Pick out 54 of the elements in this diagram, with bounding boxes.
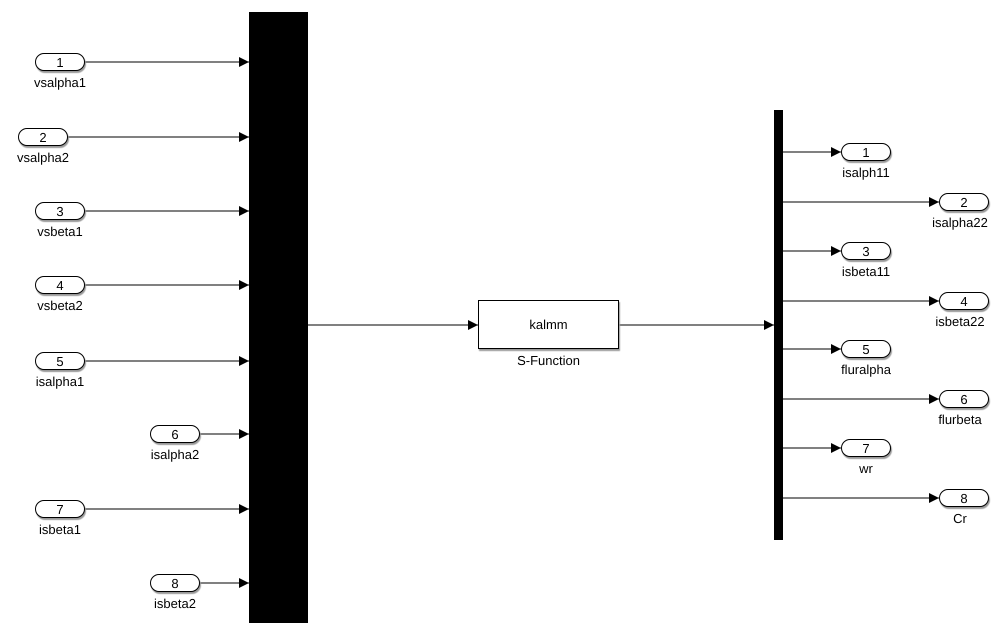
signal-arrow xyxy=(782,147,842,157)
signal-arrow xyxy=(782,443,842,453)
block-label: isbeta11 xyxy=(842,264,890,279)
signal-arrow xyxy=(200,429,250,439)
block-label: isalpha1 xyxy=(36,374,84,389)
port-block: 3 xyxy=(841,242,891,260)
signal-arrow xyxy=(84,504,250,514)
signal-arrow xyxy=(782,394,940,404)
signal-arrow xyxy=(782,246,842,256)
block-label: vsbeta2 xyxy=(37,298,83,313)
block-label: Cr xyxy=(953,511,967,526)
port-block: 4 xyxy=(939,292,989,310)
block-label: fluralpha xyxy=(841,362,891,377)
port-block: 6 xyxy=(150,425,200,443)
bus-bar xyxy=(774,110,783,540)
port-block: 2 xyxy=(18,128,68,146)
block-label: isbeta2 xyxy=(154,596,196,611)
block-label: isalph11 xyxy=(842,165,890,180)
signal-arrow xyxy=(84,356,250,366)
block-label: isalpha2 xyxy=(150,447,200,462)
block-label: isbeta22 xyxy=(935,314,985,329)
block-label: vsbeta1 xyxy=(37,224,83,239)
port-block: 2 xyxy=(939,193,989,211)
signal-arrow xyxy=(782,344,842,354)
port-block: 4 xyxy=(35,276,85,294)
port-block: 1 xyxy=(841,143,891,161)
signal-arrow xyxy=(782,197,940,207)
block-label: isalpha22 xyxy=(932,215,988,230)
block-label: isbeta1 xyxy=(39,522,81,537)
port-block: 8 xyxy=(939,489,989,507)
port-block: 5 xyxy=(35,352,85,370)
signal-arrow xyxy=(200,578,250,588)
signal-arrow xyxy=(308,320,478,330)
signal-arrow xyxy=(618,320,774,330)
function-block: kalmm xyxy=(478,300,619,349)
port-block: 8 xyxy=(150,574,200,592)
port-block: 7 xyxy=(841,439,891,457)
signal-arrow xyxy=(84,206,250,216)
block-label: flurbeta xyxy=(938,412,982,427)
signal-arrow xyxy=(782,493,940,503)
block-label: vsalpha2 xyxy=(16,150,70,165)
block-label: vsalpha1 xyxy=(34,75,86,90)
port-block: 1 xyxy=(35,53,85,71)
signal-arrow xyxy=(84,280,250,290)
port-block: 7 xyxy=(35,500,85,518)
port-block: 6 xyxy=(939,390,989,408)
bus-bar xyxy=(249,12,308,623)
port-block: 3 xyxy=(35,202,85,220)
port-block: 5 xyxy=(841,340,891,358)
signal-arrow xyxy=(68,132,250,142)
block-label: S-Function xyxy=(517,353,580,368)
signal-arrow xyxy=(782,296,940,306)
block-label: wr xyxy=(859,461,873,476)
signal-arrow xyxy=(84,57,250,67)
